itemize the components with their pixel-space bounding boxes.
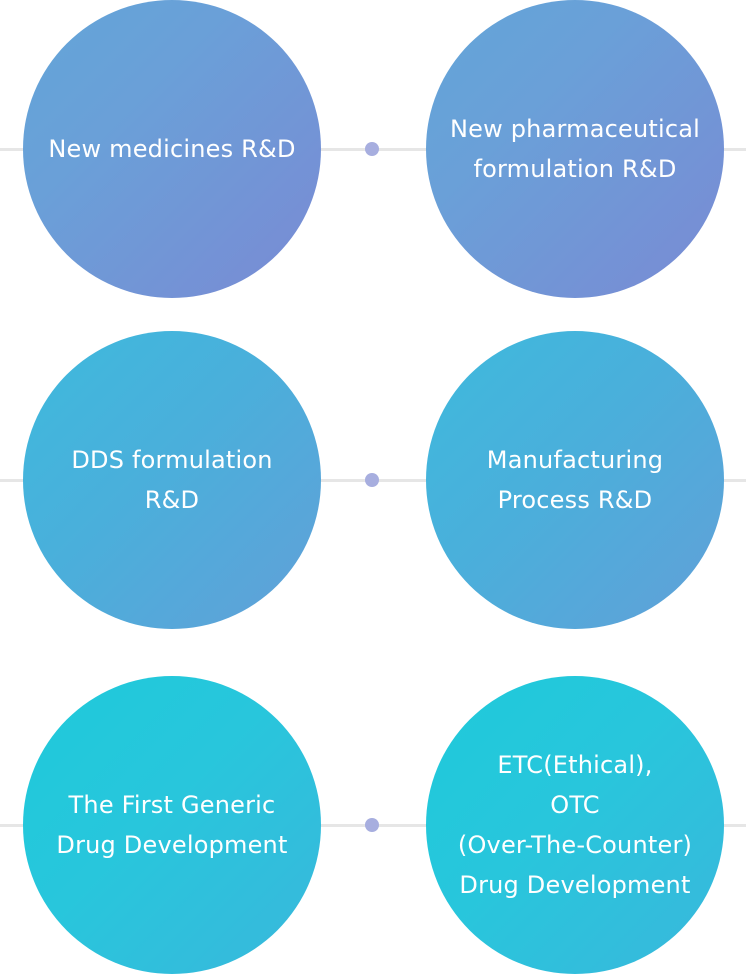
circle-label-line: Drug Development — [56, 831, 288, 859]
circle-label-line: R&D — [144, 486, 200, 514]
circle-new-medicines: New medicines R&D — [23, 0, 321, 298]
circle-label-line: OTC — [550, 791, 600, 819]
circle-label-line: Manufacturing — [486, 446, 664, 474]
row-2: DDS formulation R&D Manufacturing Proces… — [0, 331, 746, 629]
circle-new-formulation: New pharmaceutical formulation R&D — [426, 0, 724, 298]
circle-manufacturing-process: Manufacturing Process R&D — [426, 331, 724, 629]
circle-label-line: New pharmaceutical — [449, 115, 701, 143]
circle-label-line: (Over-The-Counter) — [457, 831, 693, 859]
circle-label-line: DDS formulation — [71, 446, 273, 474]
row-1: New medicines R&D New pharmaceutical for… — [0, 0, 746, 298]
circle-dds-formulation: DDS formulation R&D — [23, 331, 321, 629]
circle-label-line: The First Generic — [68, 791, 276, 819]
circle-label-line: formulation R&D — [473, 155, 677, 183]
connector-dot — [365, 818, 379, 832]
circle-first-generic: The First Generic Drug Development — [23, 676, 321, 974]
circle-label-line: ETC(Ethical), — [497, 751, 653, 779]
circle-label-line: Drug Development — [459, 871, 691, 899]
circle-label-line: New medicines R&D — [48, 135, 296, 163]
circle-label-line: Process R&D — [497, 486, 653, 514]
connector-dot — [365, 142, 379, 156]
row-3: The First Generic Drug Development ETC(E… — [0, 676, 746, 974]
circle-etc-otc: ETC(Ethical), OTC (Over-The-Counter) Dru… — [426, 676, 724, 974]
connector-dot — [365, 473, 379, 487]
